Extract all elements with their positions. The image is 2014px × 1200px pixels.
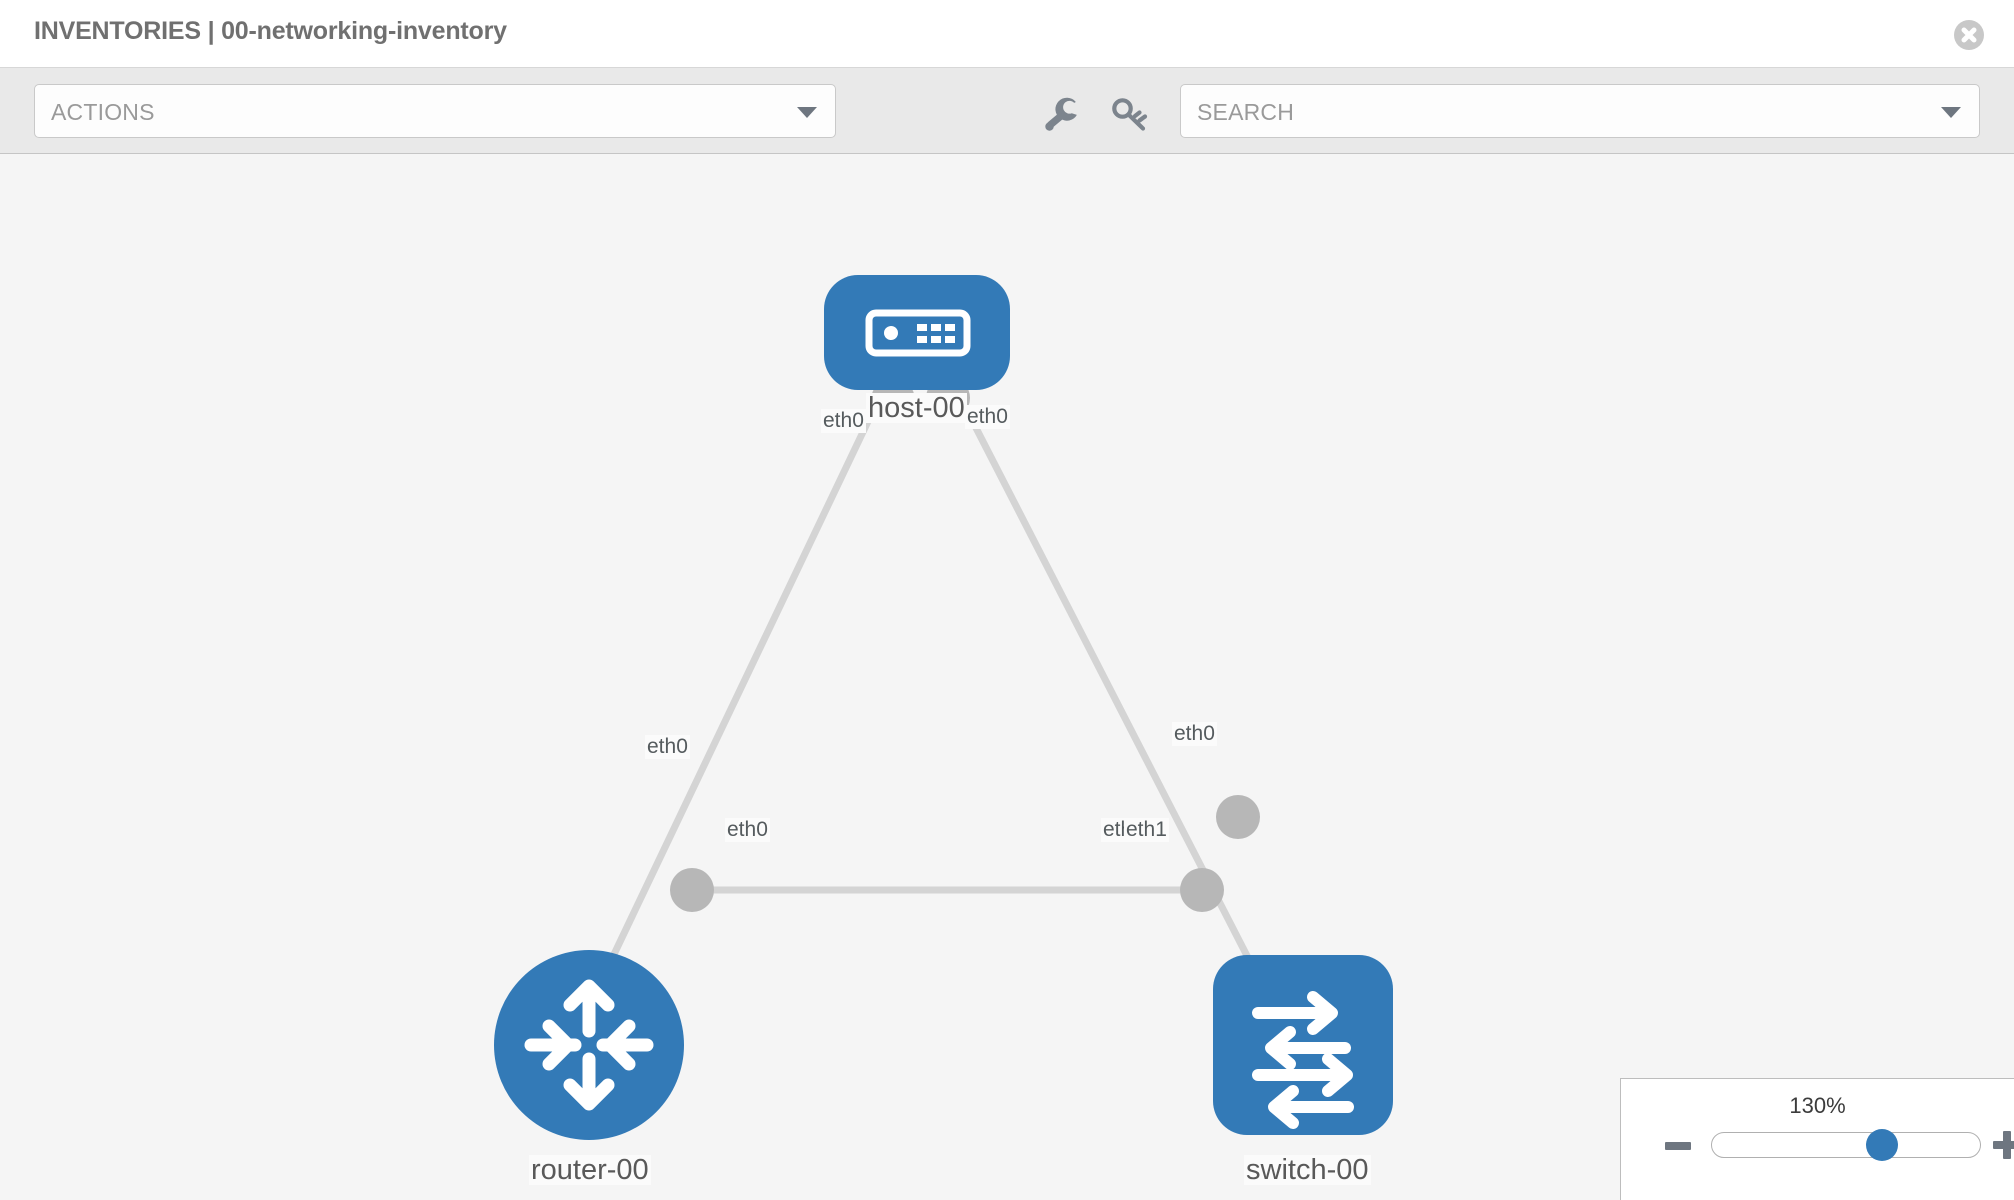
zoom-out-button[interactable] [1665, 1142, 1691, 1150]
router-arrows-icon [524, 979, 654, 1111]
node-switch-00 [1213, 955, 1393, 1135]
search-placeholder: SEARCH [1197, 99, 1295, 125]
chevron-down-icon[interactable] [1941, 107, 1961, 118]
edge-label-switch-eth1: eth1 [1124, 818, 1169, 843]
zoom-control-panel: 130% [1620, 1078, 2014, 1200]
edge-label-host-left: eth0 [821, 409, 866, 434]
edge-label-router-up: eth0 [645, 735, 690, 760]
wrench-icon[interactable] [1040, 94, 1084, 134]
zoom-slider-track[interactable] [1711, 1132, 1981, 1158]
node-label-switch-00[interactable]: switch-00 [1244, 1154, 1371, 1186]
server-icon [865, 309, 971, 357]
node-label-host-00[interactable]: host-00 [866, 392, 967, 424]
page-title: INVENTORIES | 00-networking-inventory [34, 17, 507, 45]
zoom-in-button[interactable] [1993, 1131, 2014, 1159]
topology-graph [494, 275, 1393, 1140]
edge-label-router-right: eth0 [725, 818, 770, 843]
page-header: INVENTORIES | 00-networking-inventory [0, 0, 2014, 68]
zoom-slider-thumb[interactable] [1866, 1129, 1898, 1161]
node-label-router-00[interactable]: router-00 [529, 1154, 651, 1186]
node-host-00 [824, 275, 1010, 390]
key-icon[interactable] [1108, 94, 1152, 134]
close-icon[interactable] [1954, 20, 1984, 50]
actions-dropdown[interactable]: ACTIONS [34, 84, 836, 138]
edge-label-switch-up: eth0 [1172, 722, 1217, 747]
node-router-00 [494, 950, 684, 1140]
zoom-percent-label: 130% [1789, 1093, 1846, 1118]
chevron-down-icon [797, 107, 817, 118]
edge-label-host-right: eth0 [965, 405, 1010, 430]
topology-canvas[interactable]: host-00 router-00 switch-00 eth0 eth0 et… [0, 155, 2014, 1200]
search-input[interactable]: SEARCH [1180, 84, 1980, 138]
switch-arrows-icon [1252, 991, 1354, 1129]
actions-dropdown-label: ACTIONS [51, 99, 155, 125]
